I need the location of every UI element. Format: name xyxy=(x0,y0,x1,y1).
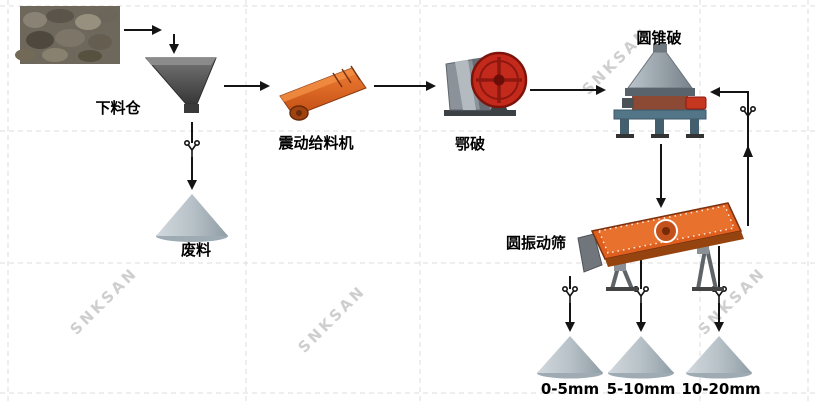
stockpile-10-20mm xyxy=(686,336,752,379)
splitter-icon xyxy=(561,285,579,305)
output-label-0-5mm: 0-5mm xyxy=(540,380,600,398)
stockpile-0-5mm xyxy=(537,336,603,379)
stockpile-5-10mm xyxy=(608,336,674,379)
raw-material-photo xyxy=(15,6,120,64)
cone-crusher-graphic xyxy=(613,44,707,138)
vibrating-feeder-label: 震动给料机 xyxy=(278,134,354,152)
waste-label: 废料 xyxy=(180,241,212,259)
splitter-icon xyxy=(184,140,200,159)
flow-arrows xyxy=(124,25,753,332)
vibrating-feeder-graphic xyxy=(279,65,367,121)
feed-bin-label: 下料仓 xyxy=(95,99,141,117)
output-label-5-10mm: 5-10mm xyxy=(606,380,676,398)
vibrating-screen-label: 圆振动筛 xyxy=(505,234,567,252)
feed-bin-graphic xyxy=(144,57,217,113)
circular-vibrating-screen-graphic xyxy=(577,202,744,291)
waste-stockpile xyxy=(156,194,228,242)
output-label-10-20mm: 10-20mm xyxy=(681,380,761,398)
jaw-crusher-graphic xyxy=(444,51,528,116)
jaw-crusher-label: 鄂破 xyxy=(454,135,486,153)
cone-crusher-label: 圆锥破 xyxy=(636,29,682,47)
stockpile-cones xyxy=(156,194,752,379)
